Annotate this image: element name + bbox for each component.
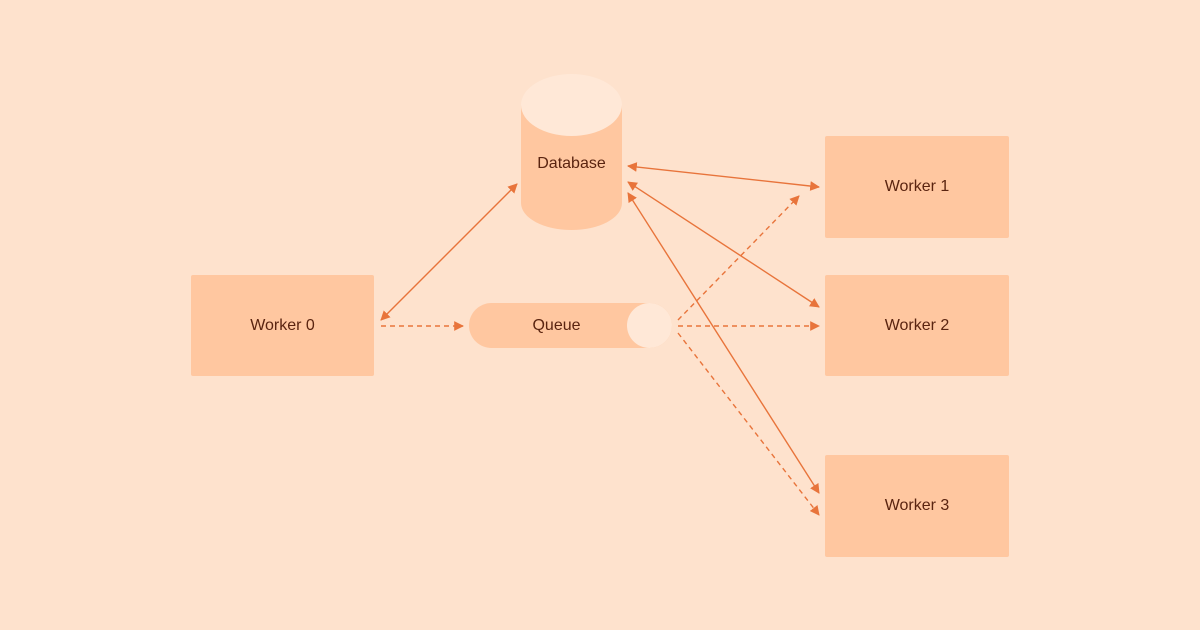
worker-0-node: Worker 0	[191, 275, 374, 376]
queue-label: Queue	[532, 316, 581, 334]
worker-0-label: Worker 0	[250, 316, 315, 334]
edge-queue-worker3	[677, 332, 820, 516]
database-cylinder	[521, 74, 622, 230]
database-label: Database	[537, 155, 606, 172]
worker-1-label: Worker 1	[884, 178, 950, 195]
queue-cap	[627, 303, 672, 348]
edge-queue-worker1	[677, 195, 800, 321]
edge-worker0-database	[380, 183, 518, 321]
queue-node: Queue	[469, 303, 672, 348]
worker-2-node: Worker 2	[825, 275, 1009, 376]
edge-database-worker3	[627, 192, 820, 494]
edge-database-worker1	[627, 162, 820, 191]
worker-3-label: Worker 3	[884, 497, 950, 514]
edge-database-worker2	[627, 181, 820, 308]
worker-1-node: Worker 1	[825, 136, 1009, 238]
worker-3-node: Worker 3	[825, 455, 1009, 557]
worker-2-label: Worker 2	[884, 316, 950, 334]
